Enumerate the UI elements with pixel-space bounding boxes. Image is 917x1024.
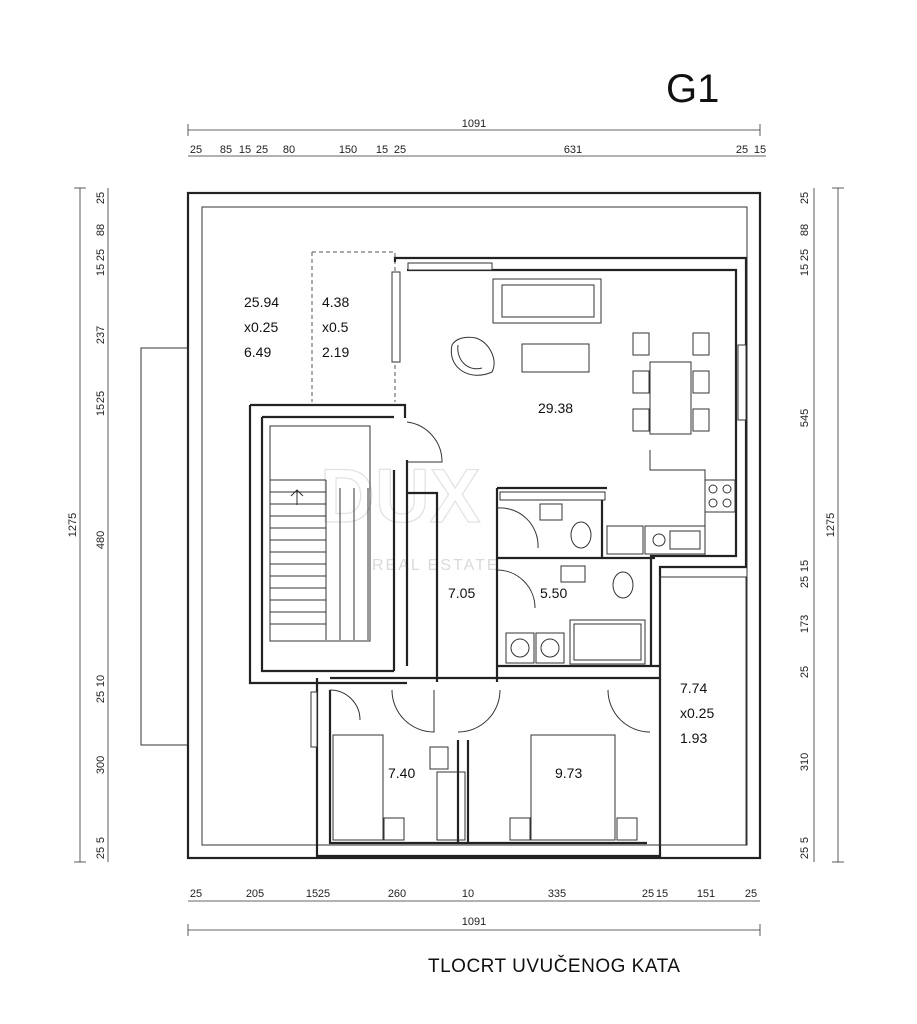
top-dim-4: 25	[256, 144, 268, 156]
left-dim-8: 480	[95, 531, 107, 549]
right-dim-6: 15	[799, 560, 811, 572]
top-dim-1: 25	[190, 144, 202, 156]
bottom-dim-11: 25	[745, 888, 757, 900]
terrace-main-line1: 25.94	[244, 294, 279, 310]
terrace-small-line1: 4.38	[322, 294, 349, 310]
top-dim-9: 631	[564, 144, 582, 156]
bottom-dim-6: 10	[462, 888, 474, 900]
bottom-dim-10: 151	[697, 888, 715, 900]
top-dim-8: 25	[394, 144, 406, 156]
right-dim-4: 15	[799, 264, 811, 276]
top-dim-11: 15	[754, 144, 766, 156]
top-dim-5: 80	[283, 144, 295, 156]
windows	[310, 262, 747, 748]
bottom-dim-2: 205	[246, 888, 264, 900]
right-dim-2: 88	[799, 224, 811, 236]
terrace-right-line2: x0.25	[680, 705, 714, 721]
right-dim-12: 25	[799, 847, 811, 859]
bathroom-fixtures	[499, 491, 646, 665]
terrace-small-line2: x0.5	[322, 319, 349, 335]
right-dim-7: 25	[799, 576, 811, 588]
left-dim-4: 15	[95, 264, 107, 276]
left-dimensions: 1275 25 88 25 15 237 25 15 480 10 25 300…	[67, 187, 109, 863]
right-dim-11: 5	[799, 837, 811, 843]
left-dim-10: 25	[95, 691, 107, 703]
bottom-dim-9: 15	[656, 888, 668, 900]
room-labels: 25.94 x0.25 6.49 4.38 x0.5 2.19 29.38 7.…	[244, 294, 714, 781]
left-dim-3: 25	[95, 249, 107, 261]
apartment-walls	[248, 256, 748, 858]
left-dim-9: 10	[95, 675, 107, 687]
terrace-main-line3: 6.49	[244, 344, 271, 360]
terrace-right-line1: 7.74	[680, 680, 707, 696]
top-dim-10: 25	[736, 144, 748, 156]
doors	[329, 421, 651, 733]
bottom-dimensions: 25 205 15 25 260 10 335 25 15 151 25 109…	[187, 888, 761, 936]
top-dim-2: 85	[220, 144, 232, 156]
terrace-main-line2: x0.25	[244, 319, 278, 335]
left-total-dim: 1275	[67, 513, 79, 537]
bottom-dim-8: 25	[642, 888, 654, 900]
terrace-small-line3: 2.19	[322, 344, 349, 360]
left-dim-11: 300	[95, 756, 107, 774]
left-dim-5: 237	[95, 326, 107, 344]
bottom-dim-1: 25	[190, 888, 202, 900]
left-balcony-edge	[140, 347, 189, 746]
right-dim-1: 25	[799, 192, 811, 204]
top-dim-3: 15	[239, 144, 251, 156]
left-dim-12: 5	[95, 837, 107, 843]
right-total-dim: 1275	[825, 513, 837, 537]
top-dim-6: 150	[339, 144, 357, 156]
bedroom-main-area: 9.73	[555, 765, 582, 781]
left-dim-1: 25	[95, 192, 107, 204]
top-dimensions: 1091 25 85 15 25 80 150 15 25 631 25 15	[187, 118, 766, 157]
left-dim-6: 25	[95, 391, 107, 403]
top-dim-7: 15	[376, 144, 388, 156]
right-dim-10: 310	[799, 753, 811, 771]
right-dim-8: 173	[799, 615, 811, 633]
watermark: DUX REAL ESTATE	[319, 453, 500, 574]
living-furniture	[450, 278, 736, 556]
plan-label: G1	[666, 67, 719, 111]
hall-area: 7.05	[448, 585, 475, 601]
terrace-right-line3: 1.93	[680, 730, 707, 746]
bath-area: 5.50	[540, 585, 567, 601]
staircase	[269, 425, 371, 642]
right-terrace	[659, 576, 747, 846]
left-dim-2: 88	[95, 224, 107, 236]
top-total-dim: 1091	[462, 118, 486, 130]
left-dim-7: 15	[95, 404, 107, 416]
bottom-dim-7: 335	[548, 888, 566, 900]
bedroom-furniture	[332, 734, 638, 841]
bottom-total-dim: 1091	[462, 916, 486, 928]
right-dim-9: 25	[799, 666, 811, 678]
right-dim-3: 25	[799, 249, 811, 261]
living-area: 29.38	[538, 400, 573, 416]
plan-caption: TLOCRT UVUČENOG KATA	[428, 955, 680, 977]
bedroom-small-area: 7.40	[388, 765, 415, 781]
bottom-dim-3: 15	[306, 888, 318, 900]
right-dim-5: 545	[799, 409, 811, 427]
bottom-dim-5: 260	[388, 888, 406, 900]
watermark-sub: REAL ESTATE	[372, 557, 500, 574]
left-dim-13: 25	[95, 847, 107, 859]
bottom-dim-4: 25	[318, 888, 330, 900]
right-dimensions: 25 88 25 15 545 15 25 173 25 310 5 25 12…	[799, 187, 844, 863]
watermark-brand: DUX	[320, 454, 481, 539]
